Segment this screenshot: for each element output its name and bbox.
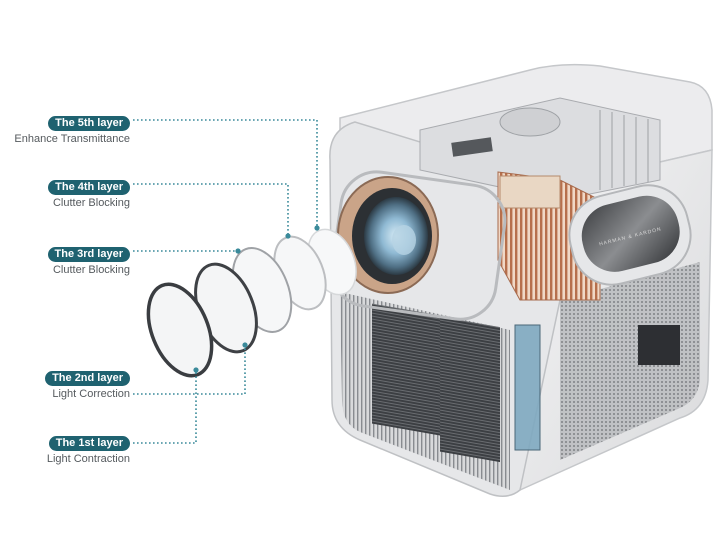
leader-dot-5 <box>314 225 320 231</box>
leader-line-2 <box>133 345 246 395</box>
layer-3-caption: Clutter Blocking <box>52 264 130 276</box>
speaker-panel: HARMAN & KARDON <box>568 184 692 286</box>
projector-lens <box>337 176 439 294</box>
leader-dot-2 <box>242 342 248 348</box>
layer-1-caption: Light Contraction <box>46 453 130 465</box>
leader-dot-3 <box>235 248 241 254</box>
layer-2-caption: Light Correction <box>52 388 130 400</box>
leader-dot-1 <box>193 367 199 373</box>
lens-element-1 <box>146 282 214 378</box>
leader-line-1 <box>133 370 197 444</box>
leader-line-4 <box>133 183 289 236</box>
leader-dot-4 <box>285 233 291 239</box>
layer-2-title: The 2nd layer <box>45 371 130 386</box>
label-layer-4: The 4th layer Clutter Blocking <box>48 177 130 210</box>
exploded-lens-elements <box>146 228 357 378</box>
layer-4-caption: Clutter Blocking <box>52 197 130 209</box>
layer-1-title: The 1st layer <box>48 436 130 451</box>
label-layer-1: The 1st layer Light Contraction <box>47 433 130 466</box>
label-layer-5: The 5th layer Enhance Transmittance <box>14 113 130 146</box>
label-layer-3: The 3rd layer Clutter Blocking <box>47 244 130 277</box>
leader-dots <box>193 225 320 373</box>
projector-body: HARMAN & KARDON <box>329 63 713 497</box>
layer-4-title: The 4th layer <box>48 180 130 195</box>
leader-line-5 <box>133 119 318 228</box>
layer-3-title: The 3rd layer <box>47 247 130 262</box>
label-layer-2: The 2nd layer Light Correction <box>45 368 130 401</box>
layer-5-caption: Enhance Transmittance <box>14 133 130 145</box>
layer-5-title: The 5th layer <box>48 116 130 131</box>
leader-lines <box>133 119 318 444</box>
